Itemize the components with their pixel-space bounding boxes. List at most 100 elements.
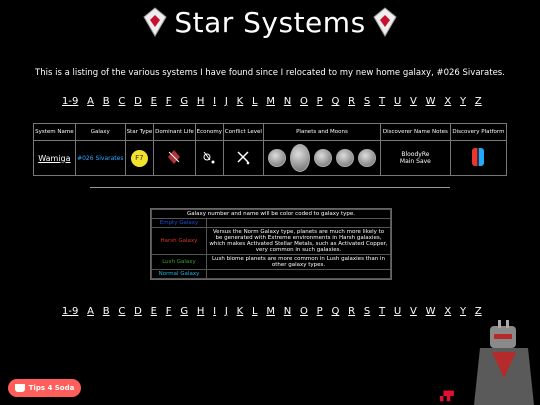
alphabet-link-t[interactable]: T bbox=[379, 306, 386, 317]
alphabet-link-d[interactable]: D bbox=[134, 96, 142, 107]
legend-normal-label: Normal Galaxy bbox=[151, 269, 207, 279]
alphabet-link-c[interactable]: C bbox=[118, 96, 126, 107]
alphabet-link-m[interactable]: M bbox=[266, 96, 275, 107]
alphabet-link-d[interactable]: D bbox=[134, 306, 142, 317]
alphabet-link-r[interactable]: R bbox=[348, 306, 356, 317]
planet-icon bbox=[314, 149, 332, 167]
alphabet-link-c[interactable]: C bbox=[118, 306, 126, 317]
alphabet-link-j[interactable]: J bbox=[224, 306, 228, 317]
tips-button[interactable]: Tips 4 Soda bbox=[8, 379, 81, 397]
col-planets-moons: Planets and Moons bbox=[263, 123, 381, 141]
dominant-life-crystal-icon bbox=[168, 150, 181, 164]
alphabet-link-q[interactable]: Q bbox=[331, 96, 340, 107]
alphabet-link-k[interactable]: K bbox=[236, 96, 244, 107]
alphabet-link-i[interactable]: I bbox=[213, 306, 217, 317]
alphabet-link-x[interactable]: X bbox=[444, 306, 452, 317]
legend-harsh-desc: Versus the Norm Galaxy type, planets are… bbox=[206, 227, 391, 255]
alphabet-link-m[interactable]: M bbox=[266, 306, 275, 317]
alphabet-link-a[interactable]: A bbox=[87, 306, 94, 317]
alphabet-link-y[interactable]: Y bbox=[459, 96, 467, 107]
alphabet-link-w[interactable]: W bbox=[425, 96, 436, 107]
alphabet-link-o[interactable]: O bbox=[300, 306, 308, 317]
ringed-planet-icon bbox=[290, 144, 311, 172]
alphabet-link-s[interactable]: S bbox=[363, 306, 371, 317]
legend-lush-label: Lush Galaxy bbox=[151, 254, 207, 270]
col-galaxy: Galaxy bbox=[74, 123, 126, 141]
discoverer-notes: Main Save bbox=[399, 158, 431, 165]
alphabet-link-q[interactable]: Q bbox=[331, 306, 340, 317]
alphabet-link-v[interactable]: V bbox=[410, 306, 417, 317]
alphabet-link-w[interactable]: W bbox=[425, 306, 436, 317]
alphabet-link-l[interactable]: L bbox=[251, 306, 258, 317]
alphabet-link-n[interactable]: N bbox=[283, 306, 292, 317]
alphabet-link-t[interactable]: T bbox=[379, 96, 386, 107]
alphabet-link-h[interactable]: H bbox=[196, 96, 205, 107]
alphabet-link-r[interactable]: R bbox=[348, 96, 356, 107]
star-type-badge: F7 bbox=[130, 149, 148, 167]
legend-empty-desc bbox=[206, 218, 391, 228]
col-conflict-level: Conflict Level bbox=[222, 123, 265, 141]
alphabet-link-g[interactable]: G bbox=[180, 306, 189, 317]
star-diamond-logo-icon bbox=[143, 7, 167, 37]
nintendo-switch-icon bbox=[472, 148, 485, 166]
alphabet-link-g[interactable]: G bbox=[180, 96, 189, 107]
alphabet-link-v[interactable]: V bbox=[410, 96, 417, 107]
col-star-type: Star Type bbox=[124, 123, 155, 141]
col-dominant-life: Dominant Life bbox=[153, 123, 196, 141]
divider bbox=[90, 187, 450, 188]
alphabet-link-l[interactable]: L bbox=[251, 96, 258, 107]
planet-icon bbox=[268, 149, 287, 167]
planets-cell bbox=[263, 140, 381, 176]
alphabet-link-j[interactable]: J bbox=[224, 96, 228, 107]
alphabet-link-p[interactable]: P bbox=[316, 306, 323, 317]
alphabet-link-n[interactable]: N bbox=[283, 96, 292, 107]
alphabet-link-u[interactable]: U bbox=[393, 96, 402, 107]
alphabet-link-u[interactable]: U bbox=[393, 306, 402, 317]
alphabet-link-f[interactable]: F bbox=[165, 306, 172, 317]
planet-icon bbox=[357, 149, 376, 167]
brand-logo: ▞▛ bbox=[440, 392, 454, 402]
galaxy-legend: Galaxy number and name will be color cod… bbox=[150, 208, 392, 280]
alphabet-link-a[interactable]: A bbox=[87, 96, 94, 107]
page-header: Star Systems bbox=[0, 4, 540, 40]
alphabet-link-1-9[interactable]: 1-9 bbox=[62, 96, 79, 107]
col-economy: Economy bbox=[194, 123, 224, 141]
tips-label: Tips 4 Soda bbox=[28, 384, 75, 392]
alphabet-link-z[interactable]: Z bbox=[474, 96, 482, 107]
alphabet-link-1-9[interactable]: 1-9 bbox=[62, 306, 79, 317]
legend-empty-label: Empty Galaxy bbox=[151, 218, 207, 228]
alphabet-link-s[interactable]: S bbox=[363, 96, 371, 107]
alphabet-link-z[interactable]: Z bbox=[474, 306, 482, 317]
systems-table: System Name Galaxy Star Type Dominant Li… bbox=[33, 123, 508, 176]
col-platform: Discovery Platform bbox=[449, 123, 508, 141]
alphabet-link-e[interactable]: E bbox=[150, 96, 157, 107]
alphabet-link-p[interactable]: P bbox=[316, 96, 323, 107]
alphabet-link-e[interactable]: E bbox=[150, 306, 157, 317]
robot-character-image bbox=[474, 320, 534, 405]
legend-harsh-label: Harsh Galaxy bbox=[151, 227, 207, 255]
legend-normal-desc bbox=[206, 269, 391, 279]
alphabet-link-b[interactable]: B bbox=[102, 96, 110, 107]
intro-text: This is a listing of the various systems… bbox=[35, 68, 505, 78]
col-discoverer: Discoverer Name Notes bbox=[379, 123, 451, 141]
alphabet-link-o[interactable]: O bbox=[300, 96, 308, 107]
star-diamond-logo-icon bbox=[373, 7, 397, 37]
discoverer-name: BloodyRe bbox=[401, 151, 430, 158]
table-header-row: System Name Galaxy Star Type Dominant Li… bbox=[33, 123, 508, 141]
galaxy-cell: #026 Sivarates bbox=[74, 140, 126, 176]
col-system-name: System Name bbox=[33, 123, 76, 141]
planet-icon bbox=[335, 149, 354, 167]
alphabet-link-i[interactable]: I bbox=[213, 96, 217, 107]
alphabet-link-x[interactable]: X bbox=[444, 96, 452, 107]
alphabet-link-b[interactable]: B bbox=[102, 306, 110, 317]
alphabet-link-k[interactable]: K bbox=[236, 306, 244, 317]
conflict-icon bbox=[237, 151, 250, 165]
alphabet-link-h[interactable]: H bbox=[196, 306, 205, 317]
alphabet-link-f[interactable]: F bbox=[165, 96, 172, 107]
system-link-wamiga[interactable]: Wamiga bbox=[38, 153, 71, 163]
alphabet-link-y[interactable]: Y bbox=[459, 306, 467, 317]
